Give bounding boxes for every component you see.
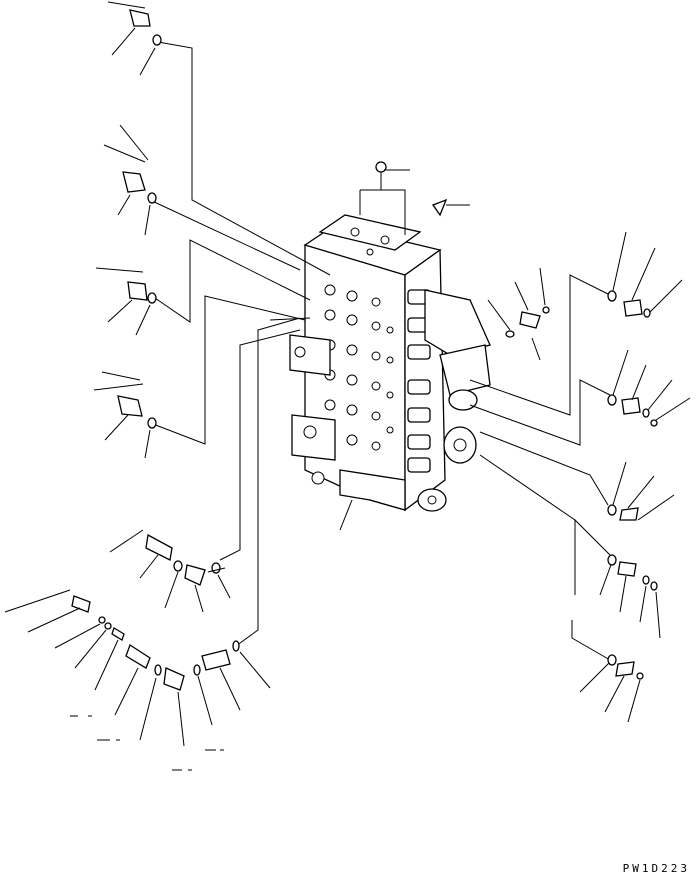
left-face-ports (324, 284, 394, 451)
fitting-group-lowest-left (4, 589, 271, 771)
leader-lines (149, 41, 611, 661)
fitting-group-right-5 (579, 654, 644, 723)
fitting-group-mid-left (95, 267, 157, 336)
fitting-group-right-1 (607, 231, 683, 318)
fitting-group-right-2 (607, 349, 691, 427)
right-face-spools (407, 289, 431, 473)
fitting-group-upper-left (103, 124, 157, 236)
fitting-group-top-left (107, 1, 162, 76)
fitting-group-right-4 (599, 554, 661, 639)
fitting-group-right-3 (607, 461, 675, 521)
control-valve-body (289, 161, 491, 512)
fitting-group-center-right (487, 267, 550, 361)
fitting-group-lower-left (93, 371, 157, 459)
fitting-group-bottom-left (109, 529, 231, 613)
drawing-code: PW1D223 (622, 862, 690, 875)
